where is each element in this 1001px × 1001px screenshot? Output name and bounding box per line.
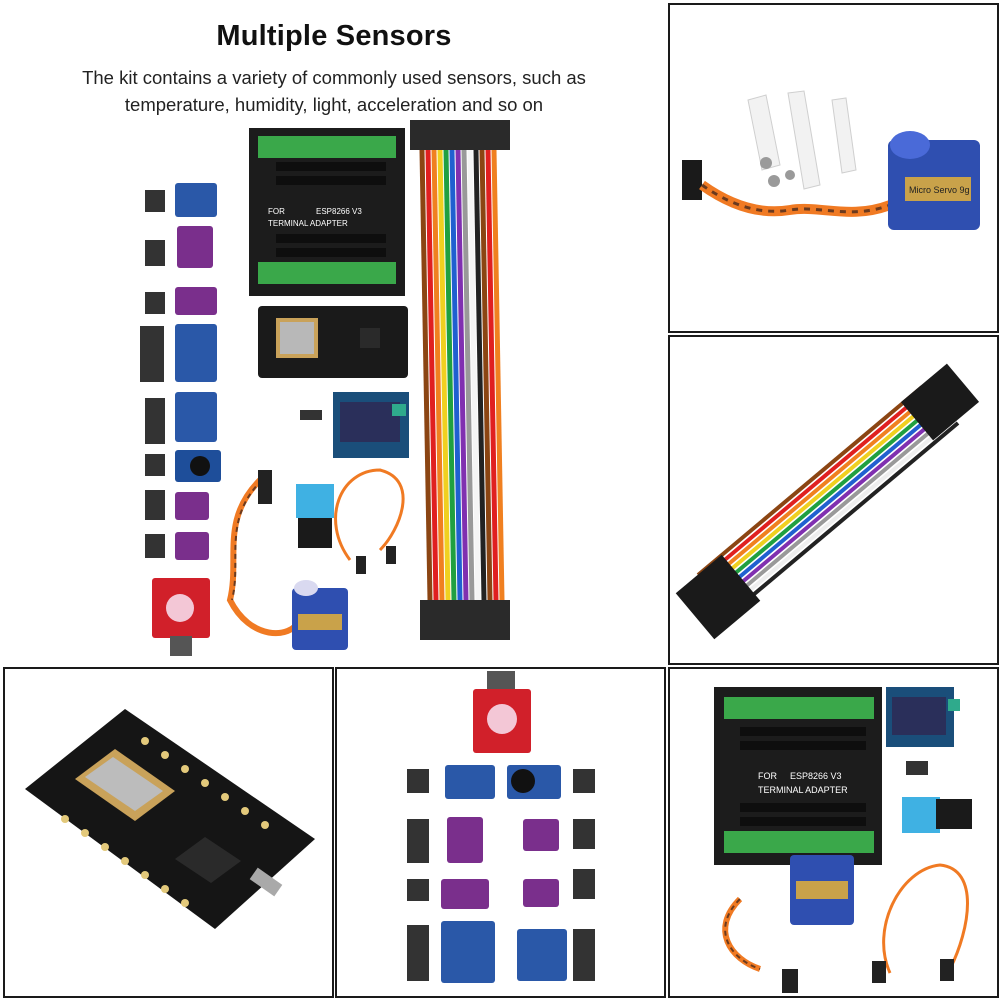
sensors-closeup-panel	[335, 667, 666, 998]
jumper-cable-image	[675, 363, 980, 640]
page-title: Multiple Sensors	[216, 20, 452, 52]
adapter-label-for: FOR	[268, 207, 285, 216]
servo-label: Micro Servo 9g	[909, 185, 970, 195]
nodemcu-board	[258, 306, 408, 378]
adapter-kit-image: FOR ESP8266 V3 TERMINAL ADAPTER	[714, 687, 972, 993]
sensor-modules-column	[140, 183, 221, 656]
adapter-closeup-label-for: FOR	[758, 771, 777, 781]
servo-closeup-image: Micro Servo 9g	[682, 90, 980, 230]
page-description: The kit contains a variety of commonly u…	[82, 67, 586, 115]
dupont-short-wire	[334, 468, 405, 574]
adapter-closeup-label-model: ESP8266 V3	[790, 771, 842, 781]
jumper-cable-panel	[668, 335, 999, 665]
adapter-label-model: ESP8266 V3	[316, 207, 362, 216]
rainbow-jumper-cable	[410, 120, 510, 640]
adapter-label-terminal: TERMINAL ADAPTER	[268, 219, 348, 228]
adapter-closeup-label-terminal: TERMINAL ADAPTER	[758, 785, 848, 795]
header-pins	[300, 410, 322, 420]
adapter-board: FOR ESP8266 V3 TERMINAL ADAPTER	[249, 128, 405, 296]
nodemcu-closeup-image	[25, 709, 315, 929]
kit-overview-image: FOR ESP8266 V3 TERMINAL ADAPTER	[140, 120, 510, 656]
dht11-sensor	[296, 484, 334, 548]
nodemcu-closeup-panel	[3, 667, 334, 998]
oled-display	[333, 392, 409, 458]
adapter-kit-panel: FOR ESP8266 V3 TERMINAL ADAPTER	[668, 667, 999, 998]
servo-motor	[226, 470, 348, 650]
sensors-closeup-image	[407, 671, 595, 983]
servo-closeup-panel: Micro Servo 9g	[668, 3, 999, 333]
